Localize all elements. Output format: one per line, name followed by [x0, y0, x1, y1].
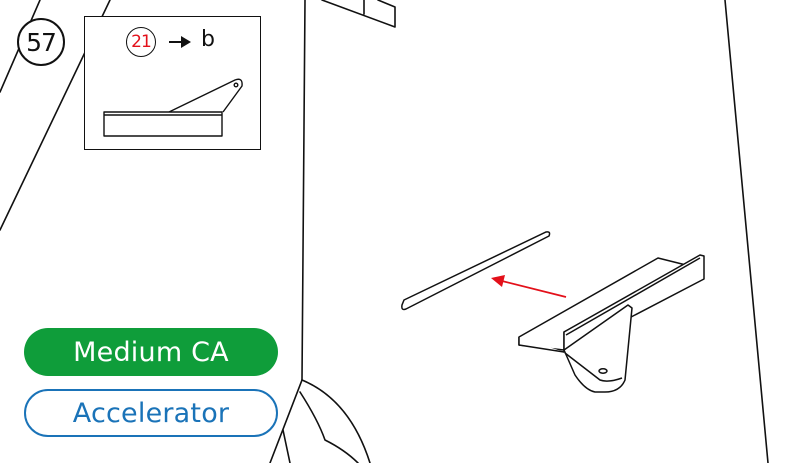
callout-box: 21 b [84, 16, 261, 150]
red-direction-arrow [491, 275, 567, 298]
sub-part-icon [103, 78, 243, 137]
leg-left-2 [282, 429, 291, 463]
difficulty-badge: Medium CA [24, 328, 278, 376]
top-bracket [321, 0, 396, 28]
rod-part [401, 231, 551, 311]
panel-edge-right [724, 0, 769, 463]
target-label: b [201, 27, 215, 52]
right-arrow-icon [169, 36, 191, 48]
leg-left-1 [269, 379, 303, 463]
category-badge: Accelerator [24, 389, 278, 437]
leg-outer [301, 379, 371, 463]
leg-inner [299, 391, 359, 463]
step-number-badge: 57 [17, 18, 65, 66]
part-reference-badge: 21 [126, 27, 156, 57]
panel-edge-left [301, 0, 306, 381]
bracket-part [518, 254, 705, 393]
